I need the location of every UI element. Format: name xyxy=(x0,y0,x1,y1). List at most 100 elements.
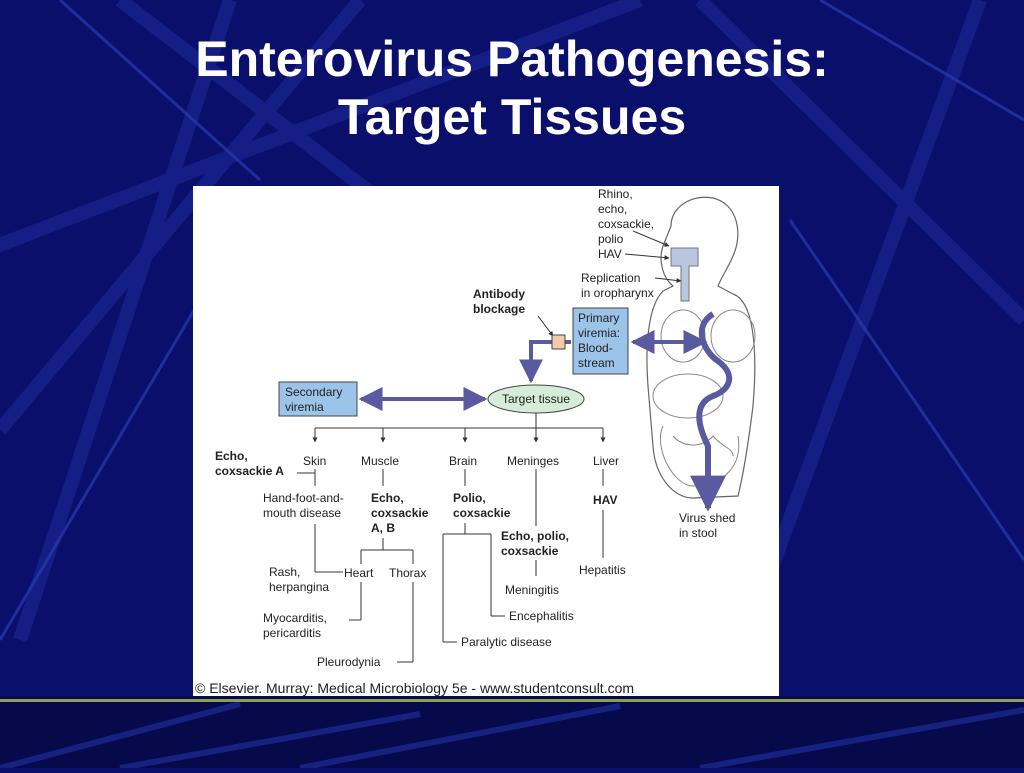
liver-virus-label: HAV xyxy=(593,493,617,507)
bg-streak xyxy=(0,0,366,435)
muscle-branch-lines xyxy=(349,538,414,663)
secondary-viremia-box xyxy=(278,381,358,417)
skin-branch-lines xyxy=(297,469,343,573)
intestines xyxy=(659,425,740,487)
secondary-viremia-text: viremia xyxy=(285,400,324,414)
human-body-outline xyxy=(646,196,756,499)
bg-streak xyxy=(58,0,262,182)
title-line-2: Target Tissues xyxy=(337,89,687,145)
replication-label: Replication in oropharynx xyxy=(581,271,654,300)
entry-viruses-label: Rhino, echo, coxsackie, polio HAV xyxy=(598,187,654,261)
left-lung xyxy=(660,309,706,363)
skin-virus-text: coxsackie A xyxy=(215,464,284,478)
entry-arrow xyxy=(624,253,670,261)
myocarditis-text: Myocarditis, xyxy=(263,611,327,625)
hfmd-text: mouth disease xyxy=(263,506,341,520)
footer-accent-line xyxy=(0,699,1024,702)
virus-shed-label: Virus shed in stool xyxy=(679,511,735,540)
hepatitis-label: Hepatitis xyxy=(579,563,626,577)
pathogenesis-figure: Rhino, echo, coxsackie, polio HAV Replic… xyxy=(193,186,779,698)
brain-viruses-label: Polio, coxsackie xyxy=(453,491,511,520)
footer-streak xyxy=(299,703,621,771)
virus-shed-text: in stool xyxy=(679,526,717,540)
replication-text: in oropharynx xyxy=(581,286,654,300)
meninges-virus-text: coxsackie xyxy=(501,544,559,558)
antibody-label: Antibody blockage xyxy=(473,287,525,316)
rash-text: Rash, xyxy=(269,565,300,579)
secondary-viremia-text: Secondary xyxy=(285,385,342,399)
muscle-viruses-label: Echo, coxsackie A, B xyxy=(371,491,429,535)
skin-virus-text: Echo, xyxy=(215,449,248,463)
tissue-muscle: Muscle xyxy=(361,454,399,468)
encephalitis-label: Encephalitis xyxy=(509,609,574,623)
entry-virus-text: Rhino, xyxy=(598,187,633,201)
antibody-text: Antibody xyxy=(473,287,525,301)
primary-viremia-box xyxy=(572,307,629,375)
target-tissue-label: Target tissue xyxy=(502,392,570,406)
liver-organ xyxy=(652,373,724,419)
antibody-block xyxy=(551,334,566,350)
bg-streak xyxy=(13,0,237,643)
myocarditis-label: Myocarditis, pericarditis xyxy=(263,611,327,640)
primary-viremia-text: Primary xyxy=(578,311,619,325)
body-silhouette xyxy=(646,196,756,499)
meningitis-label: Meningitis xyxy=(505,583,559,597)
primary-viremia-text: viremia: xyxy=(578,326,620,340)
skin-viruses-label: Echo, coxsackie A xyxy=(215,449,284,478)
bg-streak xyxy=(819,0,1024,122)
footer-streak xyxy=(0,701,241,771)
tissue-branches xyxy=(312,413,606,443)
tissue-labels: Skin Muscle Brain Meninges Liver xyxy=(303,454,619,468)
replication-text: Replication xyxy=(581,271,640,285)
entry-virus-text: coxsackie, xyxy=(598,217,654,231)
primary-viremia-text: stream xyxy=(578,356,615,370)
muscle-virus-text: A, B xyxy=(371,521,395,535)
heart-label: Heart xyxy=(344,566,374,580)
antibody-pointer xyxy=(537,315,554,337)
footer-decoration xyxy=(0,701,1024,771)
bg-streak xyxy=(0,299,202,641)
bg-streak xyxy=(753,0,987,603)
title-line-1: Enterovirus Pathogenesis: xyxy=(195,31,829,87)
myocarditis-text: pericarditis xyxy=(263,626,321,640)
bg-streak xyxy=(115,0,385,206)
slide-title: Enterovirus Pathogenesis: Target Tissues xyxy=(0,30,1024,146)
pathogenesis-diagram: Rhino, echo, coxsackie, polio HAV Replic… xyxy=(195,187,756,696)
muscle-virus-text: Echo, xyxy=(371,491,404,505)
antibody-text: blockage xyxy=(473,302,525,316)
thorax-label: Thorax xyxy=(389,566,426,580)
meninges-virus-text: Echo, polio, xyxy=(501,529,569,543)
tissue-meninges: Meninges xyxy=(507,454,559,468)
paralytic-label: Paralytic disease xyxy=(461,635,552,649)
replication-arrow xyxy=(654,277,682,283)
virus-shed-text: Virus shed xyxy=(679,511,735,525)
right-lung xyxy=(710,309,756,363)
footer-streak xyxy=(119,711,421,771)
entry-virus-text: polio xyxy=(598,232,624,246)
hfmd-label: Hand-foot-and- mouth disease xyxy=(263,491,344,520)
entry-virus-text: echo, xyxy=(598,202,627,216)
muscle-virus-text: coxsackie xyxy=(371,506,429,520)
primary-viremia-label: Primary viremia: Blood- stream xyxy=(578,311,620,370)
entry-arrow xyxy=(632,230,670,247)
brain-virus-text: coxsackie xyxy=(453,506,511,520)
brain-virus-text: Polio, xyxy=(453,491,486,505)
secondary-viremia-label: Secondary viremia xyxy=(285,385,342,414)
oropharynx-region xyxy=(670,247,699,302)
primary-viremia-text: Blood- xyxy=(578,341,613,355)
tissue-skin: Skin xyxy=(303,454,326,468)
bg-streak xyxy=(695,0,1024,325)
tissue-brain: Brain xyxy=(449,454,477,468)
footer-band xyxy=(0,696,1024,771)
hfmd-text: Hand-foot-and- xyxy=(263,491,344,505)
figure-credit: © Elsevier. Murray: Medical Microbiology… xyxy=(195,680,634,696)
intestines xyxy=(672,435,734,457)
brain-branch-lines xyxy=(442,523,505,643)
rash-text: herpangina xyxy=(269,580,329,594)
rash-label: Rash, herpangina xyxy=(269,565,329,594)
meninges-viruses-label: Echo, polio, coxsackie xyxy=(501,529,569,558)
pleurodynia-label: Pleurodynia xyxy=(317,655,381,669)
entry-virus-text: HAV xyxy=(598,247,622,261)
tissue-liver: Liver xyxy=(593,454,619,468)
